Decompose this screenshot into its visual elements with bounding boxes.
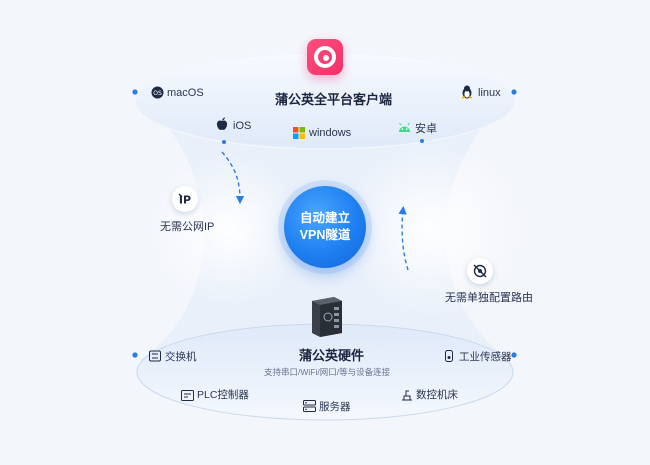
device-switch: 交换机 bbox=[165, 351, 197, 363]
vpn-line-1: 自动建立 bbox=[299, 211, 350, 225]
windows-icon bbox=[293, 126, 305, 144]
platform-android: 安卓 bbox=[415, 123, 437, 135]
device-cnc: 数控机床 bbox=[416, 389, 458, 401]
vpn-line-2: VPN隧道 bbox=[299, 228, 351, 242]
no-route-icon bbox=[467, 258, 493, 284]
hardware-subtitle: 支持串口/WiFi/网口/等与设备连接 bbox=[264, 367, 391, 377]
server-icon bbox=[303, 399, 316, 417]
device-plc: PLC控制器 bbox=[197, 389, 249, 401]
platform-windows: windows bbox=[309, 127, 352, 139]
platform-linux: linux bbox=[478, 87, 501, 99]
macos-icon: OS bbox=[151, 86, 164, 104]
apple-icon bbox=[216, 117, 228, 136]
cnc-icon bbox=[401, 388, 413, 406]
platform-ios: iOS bbox=[233, 120, 252, 132]
device-sensor: 工业传感器 bbox=[459, 351, 512, 363]
plc-icon bbox=[181, 388, 194, 406]
no-ip-icon: IP bbox=[172, 186, 198, 212]
vpn-tunnel-node: 自动建立 VPN隧道 bbox=[284, 186, 366, 268]
platform-macos: macOS bbox=[167, 87, 204, 99]
pgyer-logo-icon bbox=[307, 39, 343, 75]
router-hardware-icon bbox=[308, 295, 344, 344]
no-public-ip-label: 无需公网IP bbox=[160, 221, 215, 233]
device-server: 服务器 bbox=[319, 401, 351, 413]
linux-icon bbox=[461, 85, 473, 104]
svg-text:OS: OS bbox=[153, 90, 162, 97]
android-icon bbox=[398, 120, 411, 138]
sensor-icon bbox=[443, 349, 455, 367]
hardware-title: 蒲公英硬件 bbox=[299, 348, 365, 363]
no-route-config-label: 无需单独配置路由 bbox=[445, 292, 533, 304]
switch-icon bbox=[149, 349, 161, 367]
client-title: 蒲公英全平台客户端 bbox=[275, 92, 393, 107]
